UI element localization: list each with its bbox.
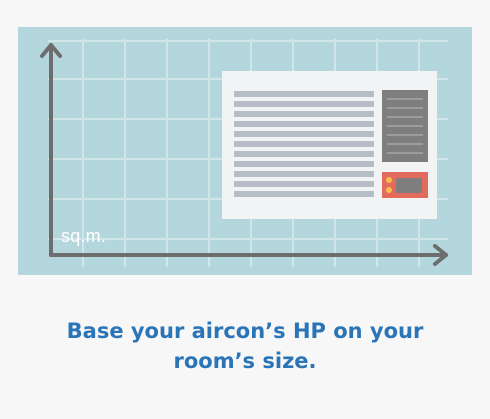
aircon-display <box>396 178 422 193</box>
room-size-illustration: sq.m. <box>18 27 472 275</box>
caption: Base your aircon’s HP on your room’s siz… <box>0 316 490 376</box>
axes <box>40 43 448 266</box>
caption-line-2: room’s size. <box>173 349 317 373</box>
caption-line-1: Base your aircon’s HP on your <box>66 319 424 343</box>
aircon-unit <box>222 71 437 219</box>
aircon-button-bottom <box>386 187 392 193</box>
y-axis-arrowhead <box>40 43 62 58</box>
x-axis-arrowhead <box>433 244 448 266</box>
illustration-graphic <box>40 39 448 267</box>
axis-unit-label: sq.m. <box>61 226 107 246</box>
aircon-vent <box>234 91 374 197</box>
aircon-button-top <box>386 177 392 183</box>
aircon-side-panel-slots <box>387 98 423 154</box>
